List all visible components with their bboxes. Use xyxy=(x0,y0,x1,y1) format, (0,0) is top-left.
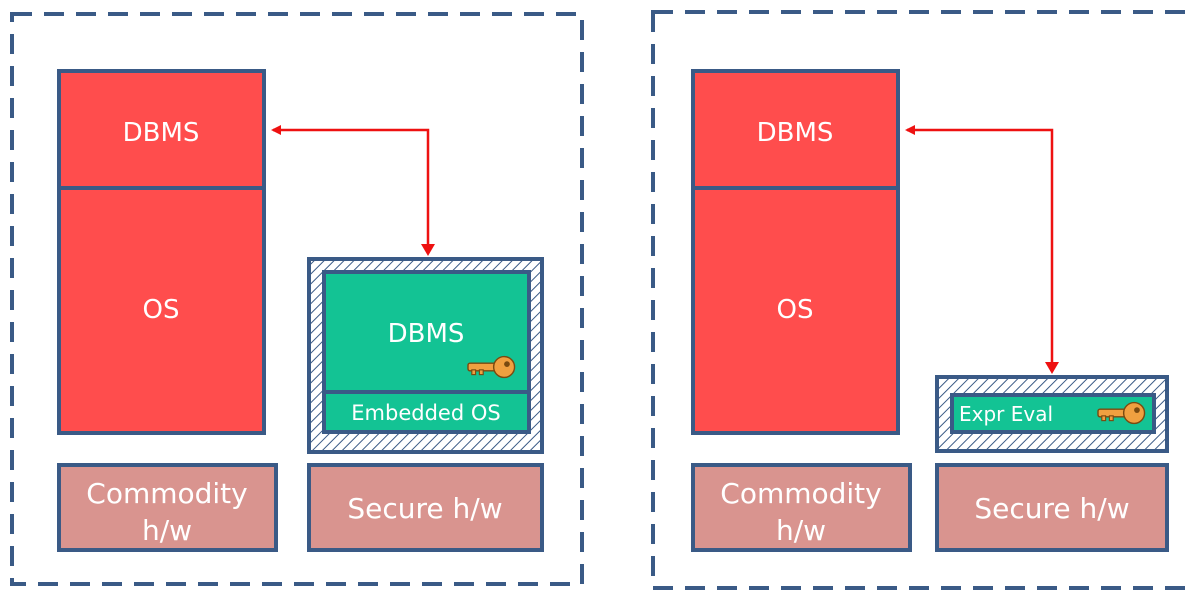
left-arrowhead-down xyxy=(421,244,435,256)
left-panel: DBMS OS DBMS Embedded OS Commodity h/w S… xyxy=(10,12,584,586)
left-embedded-os-label: Embedded OS xyxy=(351,401,500,425)
left-secure-hw-box xyxy=(307,463,544,552)
right-secure-hw-box xyxy=(935,463,1169,552)
right-os-box xyxy=(691,186,900,435)
right-connection-arrow xyxy=(905,125,1054,364)
left-dbms-label: DBMS xyxy=(123,118,200,148)
right-dbms-label: DBMS xyxy=(757,118,834,148)
right-expr-eval-label: Expr Eval xyxy=(959,402,1053,426)
right-commodity-hw-line1: Commodity xyxy=(720,477,881,510)
left-commodity-hw-line2: h/w xyxy=(142,514,192,547)
left-os-label: OS xyxy=(143,295,180,325)
left-panel-frame xyxy=(10,12,584,586)
left-commodity-hw-box xyxy=(57,463,278,552)
left-secure-hw-label: Secure h/w xyxy=(347,492,502,525)
left-dbms-box xyxy=(57,69,266,190)
right-commodity-hw-line2: h/w xyxy=(776,514,826,547)
left-secure-dbms-label: DBMS xyxy=(388,319,465,349)
right-secure-hw-label: Secure h/w xyxy=(974,492,1129,525)
left-embedded-os-box xyxy=(322,390,531,434)
right-arrowhead-down xyxy=(1045,362,1059,374)
left-connection-arrow xyxy=(271,125,430,246)
left-commodity-hw-line1: Commodity xyxy=(86,477,247,510)
left-os-box xyxy=(57,186,266,435)
right-os-label: OS xyxy=(777,295,814,325)
right-panel-frame xyxy=(651,10,1188,590)
right-dbms-box xyxy=(691,69,900,190)
right-panel: DBMS OS Expr Eval Commodity h/w Secure h… xyxy=(651,10,1188,590)
right-commodity-hw-box xyxy=(691,463,912,552)
